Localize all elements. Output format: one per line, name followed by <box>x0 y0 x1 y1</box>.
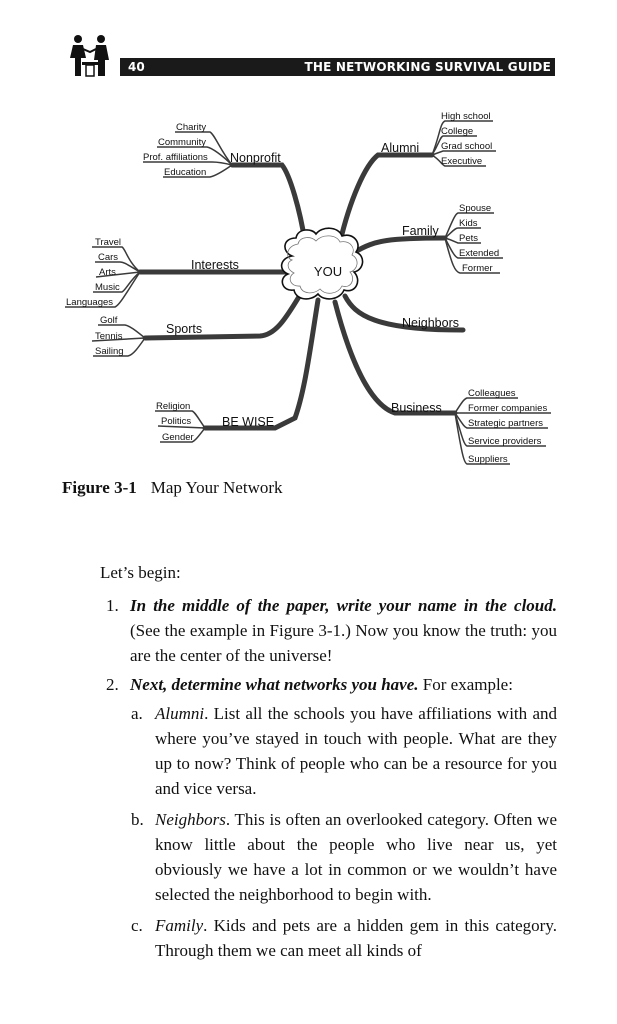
intro-paragraph: Let’s begin: <box>100 563 181 582</box>
sub-list-item: a. Alumni. List all the schools you have… <box>100 701 557 801</box>
sub-list-item: c. Family. Kids and pets are a hidden ge… <box>100 913 557 963</box>
item-text: For example: <box>418 675 513 694</box>
item-text: (See the example in Figure 3-1.) Now you… <box>130 621 557 665</box>
sub-term: Neighbors <box>155 810 226 829</box>
leaf-label: Grad school <box>441 141 492 152</box>
leaf-label: Languages <box>66 297 113 308</box>
leaf-label: Politics <box>161 416 191 427</box>
leaf-label: Gender <box>162 432 194 443</box>
leaf-label: High school <box>441 111 491 122</box>
figure-title: Map Your Network <box>150 478 283 497</box>
sub-term: Alumni <box>155 704 205 723</box>
leaf-label: Education <box>164 167 206 178</box>
leaf-label: Former <box>462 263 493 274</box>
you-cloud: YOU <box>280 227 364 300</box>
item-lead: Next, determine what networks you have. <box>130 675 419 694</box>
leaf-label: Executive <box>441 156 482 167</box>
branch-label-interests: Interests <box>191 258 239 272</box>
branch-label-family: Family <box>402 224 440 238</box>
page-number: 40 <box>128 60 145 74</box>
leaf-label: Cars <box>98 252 118 263</box>
handshake-people-icon <box>70 35 109 77</box>
branch-label-neighbors: Neighbors <box>402 316 459 330</box>
leaf-label: Religion <box>156 401 190 412</box>
leaf-label: Pets <box>459 233 478 244</box>
branch-label-bewise: BE WISE <box>222 415 274 429</box>
leaf-label: Travel <box>95 237 121 248</box>
running-header: 40 THE NETWORKING SURVIVAL GUIDE <box>0 30 617 80</box>
branch-label-nonprofit: Nonprofit <box>230 151 281 165</box>
network-mind-map: YOU Nonprofit Interests Sports BE WISE A… <box>65 111 551 465</box>
sub-text: . Kids and pets are a hidden gem in this… <box>155 916 557 960</box>
leaf-label: College <box>441 126 473 137</box>
leaf-label: Community <box>158 137 206 148</box>
sub-list-item: b. Neighbors. This is often an overlooke… <box>100 807 557 907</box>
list-number: 2. <box>106 675 119 694</box>
leaf-label: Spouse <box>459 203 491 214</box>
figure-caption: Figure 3-1 Map Your Network <box>62 478 283 498</box>
leaf-label: Service providers <box>468 436 542 447</box>
figure-number: Figure 3-1 <box>62 478 137 497</box>
sub-letter: a. <box>131 704 143 723</box>
leaf-label: Suppliers <box>468 454 508 465</box>
branch-label-sports: Sports <box>166 322 202 336</box>
body-text: Let’s begin: 1. In the middle of the pap… <box>100 560 557 969</box>
sub-letter: c. <box>131 916 143 935</box>
header-bar: 40 THE NETWORKING SURVIVAL GUIDE <box>120 58 555 76</box>
list-number: 1. <box>106 596 119 615</box>
list-item: 2. Next, determine what networks you hav… <box>100 672 557 697</box>
leaf-label: Kids <box>459 218 478 229</box>
leaf-label: Extended <box>459 248 499 259</box>
sub-letter: b. <box>131 810 144 829</box>
sub-term: Family <box>155 916 204 935</box>
sub-text: . This is often an overlooked category. … <box>155 810 557 904</box>
leaf-label: Strategic partners <box>468 418 543 429</box>
leaf-label: Prof. affiliations <box>143 152 208 163</box>
leaf-label: Music <box>95 282 120 293</box>
center-label: YOU <box>314 264 342 279</box>
item-lead: In the middle of the paper, write your n… <box>130 596 557 615</box>
sub-text: . List all the schools you have affiliat… <box>155 704 557 798</box>
branch-label-business: Business <box>391 401 442 415</box>
leaf-label: Tennis <box>95 331 123 342</box>
leaf-label: Colleagues <box>468 388 516 399</box>
branch-label-alumni: Alumni <box>381 141 419 155</box>
leaf-label: Sailing <box>95 346 124 357</box>
leaf-label: Former companies <box>468 403 547 414</box>
leaf-label: Arts <box>99 267 116 278</box>
leaf-label: Golf <box>100 315 118 326</box>
book-title: THE NETWORKING SURVIVAL GUIDE <box>304 60 551 74</box>
leaf-label: Charity <box>176 122 206 133</box>
list-item: 1. In the middle of the paper, write you… <box>100 593 557 668</box>
